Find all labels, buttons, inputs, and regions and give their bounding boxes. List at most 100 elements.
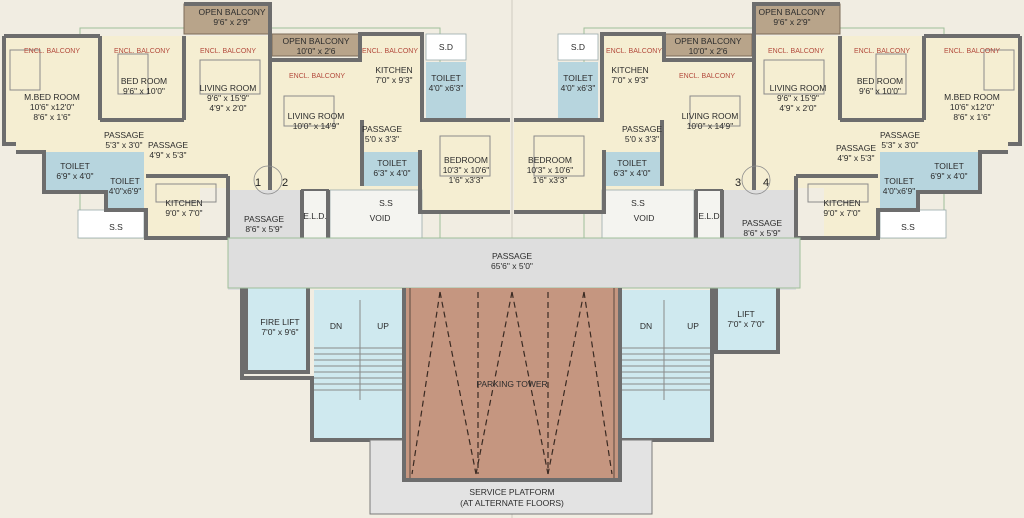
encl-balcony-left-5: ENCL. BALCONY [362, 48, 418, 55]
kitchen1-right-size: 7'0" x 9'3" [611, 75, 648, 85]
toilet-a-left-name: TOILET [431, 73, 461, 83]
wall [2, 36, 16, 146]
toilet-b-left-name: TOILET [60, 161, 90, 171]
living2-left-name: LIVING ROOM [288, 111, 345, 121]
ss-left-1: S.S [109, 222, 123, 232]
toilet-a-right-name: TOILET [563, 73, 593, 83]
toilet-a-left-size: 4'0" x6'3" [429, 83, 464, 93]
toilet-c-left-name: TOILET [110, 176, 140, 186]
toilet-c-right-name: TOILET [884, 176, 914, 186]
living1-right-name: LIVING ROOM [770, 83, 827, 93]
encl-balcony-right-2: ENCL. BALCONY [854, 48, 910, 55]
toilet-c-right-size: 4'0"x6'9" [883, 186, 915, 196]
living2-right-name: LIVING ROOM [682, 111, 739, 121]
dn-right: DN [640, 321, 652, 331]
kitchen2-right-name: KITCHEN [823, 198, 860, 208]
passage1-left-size: 5'3" x 3'0" [105, 140, 142, 150]
fire-lift-box[interactable] [246, 288, 308, 374]
living1-left-size2: 4'9" x 2'0" [209, 103, 246, 113]
kitchen1-right-name: KITCHEN [611, 65, 648, 75]
toilet-left-d [364, 152, 418, 186]
service-platform-line1: SERVICE PLATFORM [469, 487, 554, 497]
parking-tower [406, 288, 618, 478]
lift-box[interactable] [716, 288, 778, 352]
toilet-left-c [106, 152, 144, 210]
up-left: UP [377, 321, 389, 331]
stair-treads-left [314, 300, 406, 400]
bedroom-right-name: BEDROOM [528, 155, 572, 165]
void-left: VOID [370, 213, 391, 223]
encl-balcony-right-4: ENCL. BALCONY [679, 73, 735, 80]
passage4-left-size: 8'6" x 5'9" [245, 224, 282, 234]
bed-right-size: 9'6" x 10'0" [859, 86, 901, 96]
bedroom-left-size1: 10'3" x 10'6" [443, 165, 490, 175]
flat-number-4: 4 [763, 177, 769, 189]
bedroom-right-size1: 10'3" x 10'6" [527, 165, 574, 175]
dn-left: DN [330, 321, 342, 331]
sd-left-box [425, 33, 467, 61]
toilet-b-right-size: 6'9" x 4'0" [930, 171, 967, 181]
open-balcony-right-1-name: OPEN BALCONY [758, 7, 825, 17]
ss-right-1: S.S [901, 222, 915, 232]
kitchen1-left-name: KITCHEN [375, 65, 412, 75]
toilet-a-right-size: 4'0" x6'3" [561, 83, 596, 93]
living1-left-size1: 9'6" x 15'9" [207, 93, 249, 103]
eld-right: E.L.D [698, 211, 719, 221]
bed-furniture [117, 53, 149, 95]
kitchen2-left-size: 9'0" x 7'0" [165, 208, 202, 218]
central-passage-name: PASSAGE [492, 251, 532, 261]
toilet-left-a [426, 62, 466, 120]
open-balcony-left-1-size: 9'6" x 2'9" [213, 17, 250, 27]
encl-balcony-right-3: ENCL. BALCONY [768, 48, 824, 55]
lift-name: LIFT [737, 309, 754, 319]
passage2-left-size: 4'9" x 5'3" [149, 150, 186, 160]
bed-furniture [439, 135, 491, 177]
open-balcony-right-1-size: 9'6" x 2'9" [773, 17, 810, 27]
passage1-right-name: PASSAGE [880, 130, 920, 140]
wall [270, 32, 424, 120]
central-passage-size: 65'6" x 5'0" [491, 261, 533, 271]
passage3-left-name: PASSAGE [362, 124, 402, 134]
open-balcony-left-1 [183, 3, 271, 35]
flat-number-1: 1 [255, 177, 261, 189]
living2-right-size: 10'0" x 14'9" [687, 121, 734, 131]
ss-right-2: S.S [631, 198, 645, 208]
passage1-left-name: PASSAGE [104, 130, 144, 140]
passage4-right-name: PASSAGE [742, 218, 782, 228]
open-balcony-right-2-name: OPEN BALCONY [674, 36, 741, 46]
bed-left-name: BED ROOM [121, 76, 167, 86]
flat-number-3: 3 [735, 177, 741, 189]
kitchen2-right-size: 9'0" x 7'0" [823, 208, 860, 218]
toilet-d-left-name: TOILET [377, 158, 407, 168]
wall [402, 288, 622, 482]
sofa-furniture [283, 95, 335, 127]
kitchen2-left-name: KITCHEN [165, 198, 202, 208]
wall [184, 2, 272, 60]
passage3-right-size: 5'0 x 3'3" [625, 134, 659, 144]
passage3-right-name: PASSAGE [622, 124, 662, 134]
toilet-c-left-size: 4'0"x6'9" [109, 186, 141, 196]
encl-balcony-left-1: ENCL. BALCONY [24, 48, 80, 55]
sd-right: S.D [571, 42, 585, 52]
fire-lift-size: 7'0" x 9'6" [261, 327, 298, 337]
living2-left-size: 10'0" x 14'9" [293, 121, 340, 131]
parking-tower-label: PARKING TOWER [476, 379, 547, 389]
toilet-left-b [44, 152, 106, 192]
sofa-furniture [199, 59, 261, 95]
mbed-right-size2: 8'6" x 1'6" [953, 112, 990, 122]
passage1-right-size: 5'3" x 3'0" [881, 140, 918, 150]
open-balcony-right-2-size: 10'0" x 2'6 [689, 46, 728, 56]
toilet-d-right-name: TOILET [617, 158, 647, 168]
parking-dashes [411, 291, 613, 475]
mbed-left-name: M.BED ROOM [24, 92, 80, 102]
toilet-d-right-size: 6'3" x 4'0" [613, 168, 650, 178]
living1-right-size1: 9'6" x 15'9" [777, 93, 819, 103]
encl-balcony-left-2: ENCL. BALCONY [114, 48, 170, 55]
passage3-left-size: 5'0 x 3'3" [365, 134, 399, 144]
toilet-b-left-size: 6'9" x 4'0" [56, 171, 93, 181]
passage2-right-size: 4'9" x 5'3" [837, 153, 874, 163]
ss-left-2: S.S [379, 198, 393, 208]
passage2-left-name: PASSAGE [148, 140, 188, 150]
mbed-left-size1: 10'6" x12'0" [30, 102, 74, 112]
